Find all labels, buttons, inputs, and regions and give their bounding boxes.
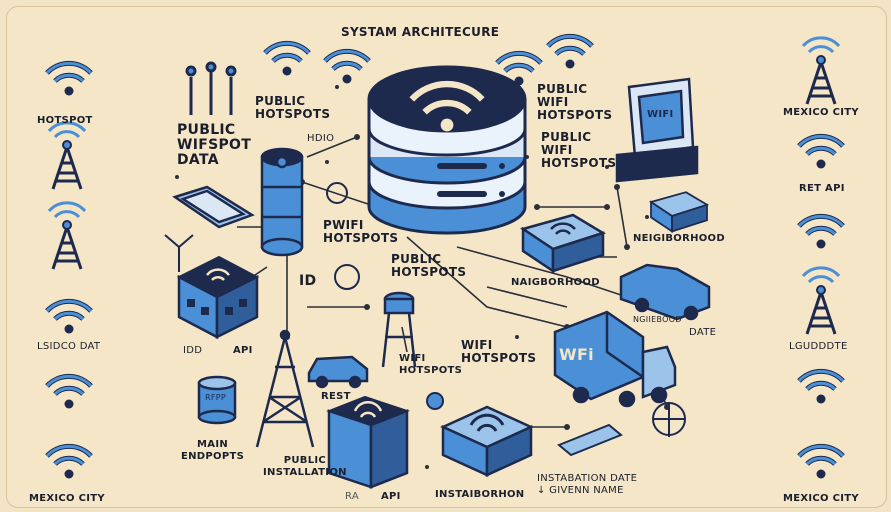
truck-wifi-label: WFi (559, 345, 594, 364)
public-installation-label: PUBLIC INSTALLATION (263, 455, 347, 478)
tablet (172, 185, 255, 229)
lattice-tower (255, 329, 315, 448)
public-wifi-hotspots-top-label: PUBLIC WIFI HOTSPOTS (537, 82, 613, 122)
left-label-6: MEXICO CITY (29, 493, 105, 504)
antennas (185, 61, 237, 115)
pickup-car (619, 263, 711, 321)
api-bottom-label: API (381, 491, 401, 502)
public-hotspots-label-2: PUBLIC HOTSPOTS (391, 252, 467, 279)
hdio-label: HDIO (307, 133, 335, 144)
turbine (164, 234, 194, 272)
naigborhood-label: NAIGBORHOOD (511, 277, 600, 288)
right-label-4: LGUDDDTE (789, 341, 848, 352)
monitor-wifi-label: WIFI (647, 109, 674, 120)
api-left-label: API (233, 345, 253, 356)
monitor (615, 77, 699, 183)
left-label-4: LSIDCO DAT (37, 341, 101, 352)
wifi-hotspots-lower-label: WIFI HOTSPOTS (399, 353, 463, 376)
wifi-truck (553, 310, 677, 408)
pwifi-hotspots-label: PWIFI HOTSPOTS (323, 218, 399, 245)
water-tower (381, 291, 417, 368)
wifi-hotspots-center-label: WIFI HOTSPOTS (461, 338, 537, 365)
public-wifspot-data-label: PUBLIC WIFSPOT DATA (177, 122, 252, 168)
server-lights (437, 163, 505, 197)
router-small (650, 191, 708, 233)
rfpp-label: RFPP (205, 393, 227, 402)
satellite (652, 402, 686, 437)
public-wifi-hotspots-mid-label: PUBLIC WIFI HOTSPOTS (541, 130, 617, 170)
document (557, 423, 623, 457)
right-column-icons (799, 36, 843, 479)
ngiiebood-label: NGIIEBOOD (633, 315, 682, 324)
instaiborhon-label: INSTAIBORHON (435, 489, 525, 500)
rest-label: REST (321, 391, 351, 402)
misc-circles (326, 182, 444, 410)
database-cylinder (260, 147, 304, 257)
date-label: DATE (689, 327, 717, 338)
router-left (176, 255, 260, 340)
left-label-1: HOTSPOT (37, 115, 93, 126)
instabation-label: INSTABATION DATE ↓ GIVENN NAME (537, 473, 638, 496)
right-label-2: RET API (799, 183, 845, 194)
id-label: ID (299, 273, 317, 289)
idd-label: IDD (183, 345, 203, 356)
car-small (307, 355, 369, 389)
diagram-graphics (7, 7, 886, 489)
router-center (439, 405, 535, 477)
router-mid-wifi (550, 222, 576, 235)
ra-label: RA (345, 491, 359, 502)
public-hotspots-label-1: PUBLIC HOTSPOTS (255, 94, 331, 121)
right-label-6: MEXICO CITY (783, 493, 859, 504)
router-bottom (326, 395, 410, 489)
rfpp-cylinder (197, 375, 237, 425)
diagram-title: SYSTAM ARCHITECURE (341, 25, 500, 39)
diagram-canvas: SYSTAM ARCHITECURE HOTSPOT LSIDCO DAT ME… (6, 6, 887, 508)
main-endpopts-label: MAIN ENDPOPTS (181, 439, 245, 462)
right-label-1: MEXICO CITY (783, 107, 859, 118)
neighborhood-label: NEIGIBORHOOD (633, 233, 725, 244)
central-server (367, 65, 527, 235)
central-wifi-icon (409, 80, 485, 132)
